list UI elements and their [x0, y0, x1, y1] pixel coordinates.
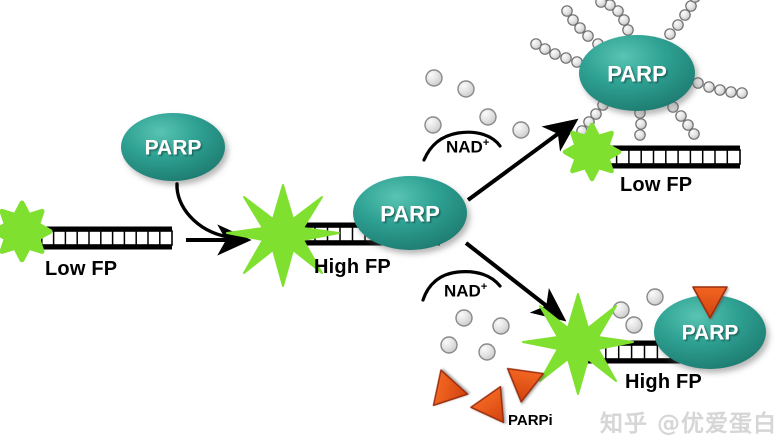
nad-molecules-top — [424, 69, 530, 139]
parp-bound-dna: PARP — [353, 176, 467, 250]
label-nad-top-sup: + — [482, 137, 490, 149]
stage-released-dna-low-fp — [562, 122, 741, 182]
parp-parylated-group: PARP — [530, 0, 748, 141]
label-low-fp-left: Low FP — [45, 258, 118, 280]
label-nad-top: NAD+ — [446, 137, 489, 158]
arrow-parylation-up — [466, 118, 579, 202]
arrow-binding-group — [175, 182, 252, 256]
parp-bound-label: PARP — [380, 202, 440, 227]
parp-free: PARP — [121, 113, 225, 181]
star-low-fp-left — [0, 200, 53, 263]
arrow-inhibition-down — [464, 241, 567, 322]
par-chains — [530, 0, 748, 141]
stage-free-dna-low-fp — [0, 200, 173, 263]
nad-molecules-bottom — [440, 288, 664, 361]
star-high-fp-center — [226, 184, 340, 287]
label-nad-top-text: NAD — [446, 137, 483, 157]
label-high-fp-center: High FP — [314, 256, 391, 278]
dna-low-fp-left — [29, 226, 173, 250]
stage-trapped-complex: PARP — [522, 286, 766, 395]
arrow-inhibition-group — [421, 241, 567, 322]
star-low-fp-right-shape — [562, 122, 622, 182]
parpi-triangle-bound — [692, 286, 728, 319]
star-high-fp-right — [522, 293, 634, 395]
parp-inhibited: PARP — [654, 295, 766, 369]
parp-parylated: PARP — [579, 35, 695, 111]
parpi-triangle-2 — [470, 385, 505, 424]
label-nad-bottom-text: NAD — [444, 281, 481, 301]
arrow-nad-bottom-curve — [421, 270, 502, 302]
label-parpi: PARPi — [508, 412, 553, 429]
arrow-parylation-group — [422, 118, 579, 202]
stage-parp-dna-complex: PARP — [226, 176, 467, 287]
parpi-free-triangles — [432, 367, 545, 424]
label-nad-bottom: NAD+ — [444, 281, 487, 302]
parp-free-label: PARP — [145, 137, 202, 160]
label-low-fp-right: Low FP — [620, 174, 693, 196]
parp-inhibited-label: PARP — [682, 322, 739, 345]
parpi-triangle-1 — [432, 369, 469, 407]
label-high-fp-right: High FP — [625, 371, 702, 393]
parp-parylated-label: PARP — [607, 62, 667, 87]
label-nad-bottom-sup: + — [480, 281, 488, 293]
watermark: 知乎 @优爱蛋白 — [600, 411, 778, 437]
arrow-parp-descends — [175, 182, 230, 239]
arrow-nad-top-curve — [422, 130, 502, 162]
parpi-triangle-3 — [506, 367, 545, 403]
